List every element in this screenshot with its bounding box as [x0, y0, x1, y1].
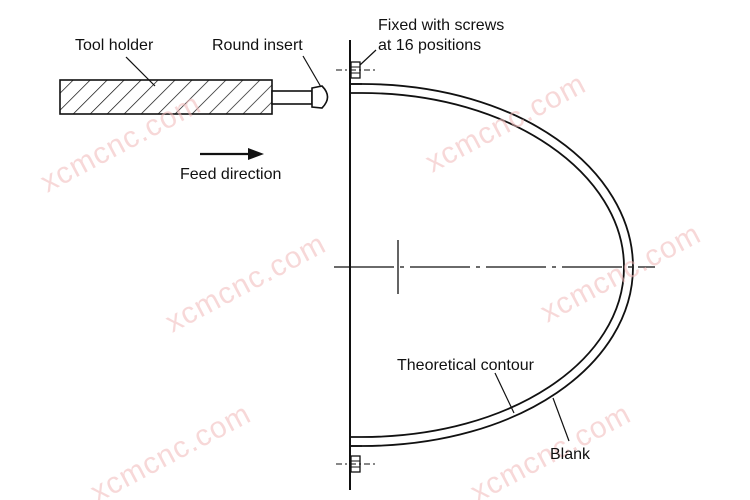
round-insert-label: Round insert — [212, 37, 303, 54]
fixed-screws-label-line1: Fixed with screws — [378, 17, 505, 34]
top-screw-fixture — [336, 61, 376, 79]
blank-leader — [552, 397, 570, 442]
tool-shank — [271, 90, 313, 105]
feed-direction-label: Feed direction — [180, 166, 282, 183]
theoretical-contour — [350, 92, 625, 438]
feed-arrow-head — [248, 148, 264, 160]
tool-holder-body — [59, 79, 273, 115]
blank-label: Blank — [550, 446, 591, 463]
fixed-screws-label-line2: at 16 positions — [378, 37, 482, 54]
screw-leader — [359, 49, 377, 66]
round-insert-leader — [302, 55, 322, 88]
round-insert — [311, 85, 329, 109]
tool-holder-label: Tool holder — [75, 37, 154, 54]
bottom-screw-fixture — [336, 455, 376, 473]
blank-contour — [350, 83, 634, 447]
theoretical-contour-leader — [494, 372, 515, 414]
theoretical-contour-label: Theoretical contour — [397, 357, 534, 374]
tool-holder-leader — [125, 56, 156, 87]
